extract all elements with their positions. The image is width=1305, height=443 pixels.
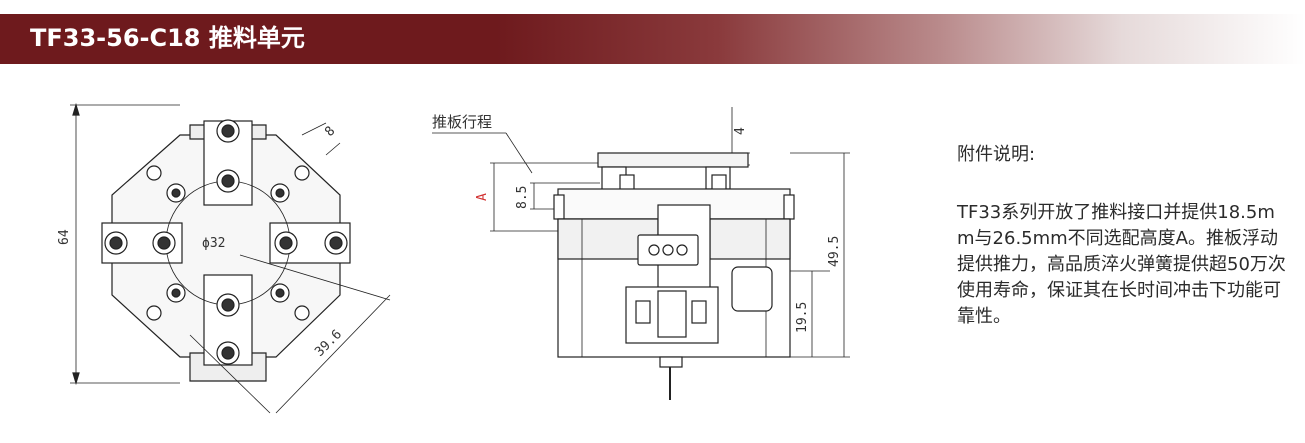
dim-stroke: 8.5 — [515, 186, 530, 209]
label-push-stroke: 推板行程 — [432, 113, 492, 131]
dim-total-height: 49.5 — [827, 236, 842, 267]
description-body: TF33系列开放了推料接口并提供18.5mm与26.5mm不同选配高度A。推板浮… — [957, 202, 1286, 327]
side-view-drawing: 推板行程 4 A 8.5 49.5 19.5 — [420, 95, 860, 410]
header-bar — [0, 14, 1305, 64]
top-view-drawing: 64 ϕ32 8 39.6 — [40, 95, 420, 425]
dim-corner: 8 — [322, 124, 338, 140]
dim-diagonal: 39.6 — [312, 327, 345, 360]
description-heading: 附件说明: — [957, 144, 1036, 165]
dim-lower-height: 19.5 — [795, 302, 810, 333]
dim-diameter: ϕ32 — [202, 236, 225, 251]
dim-top: 4 — [733, 127, 748, 135]
dim-overall-height: 64 — [57, 229, 72, 245]
dim-a: A — [475, 193, 490, 201]
page-title: TF33-56-C18 推料单元 — [30, 24, 305, 52]
